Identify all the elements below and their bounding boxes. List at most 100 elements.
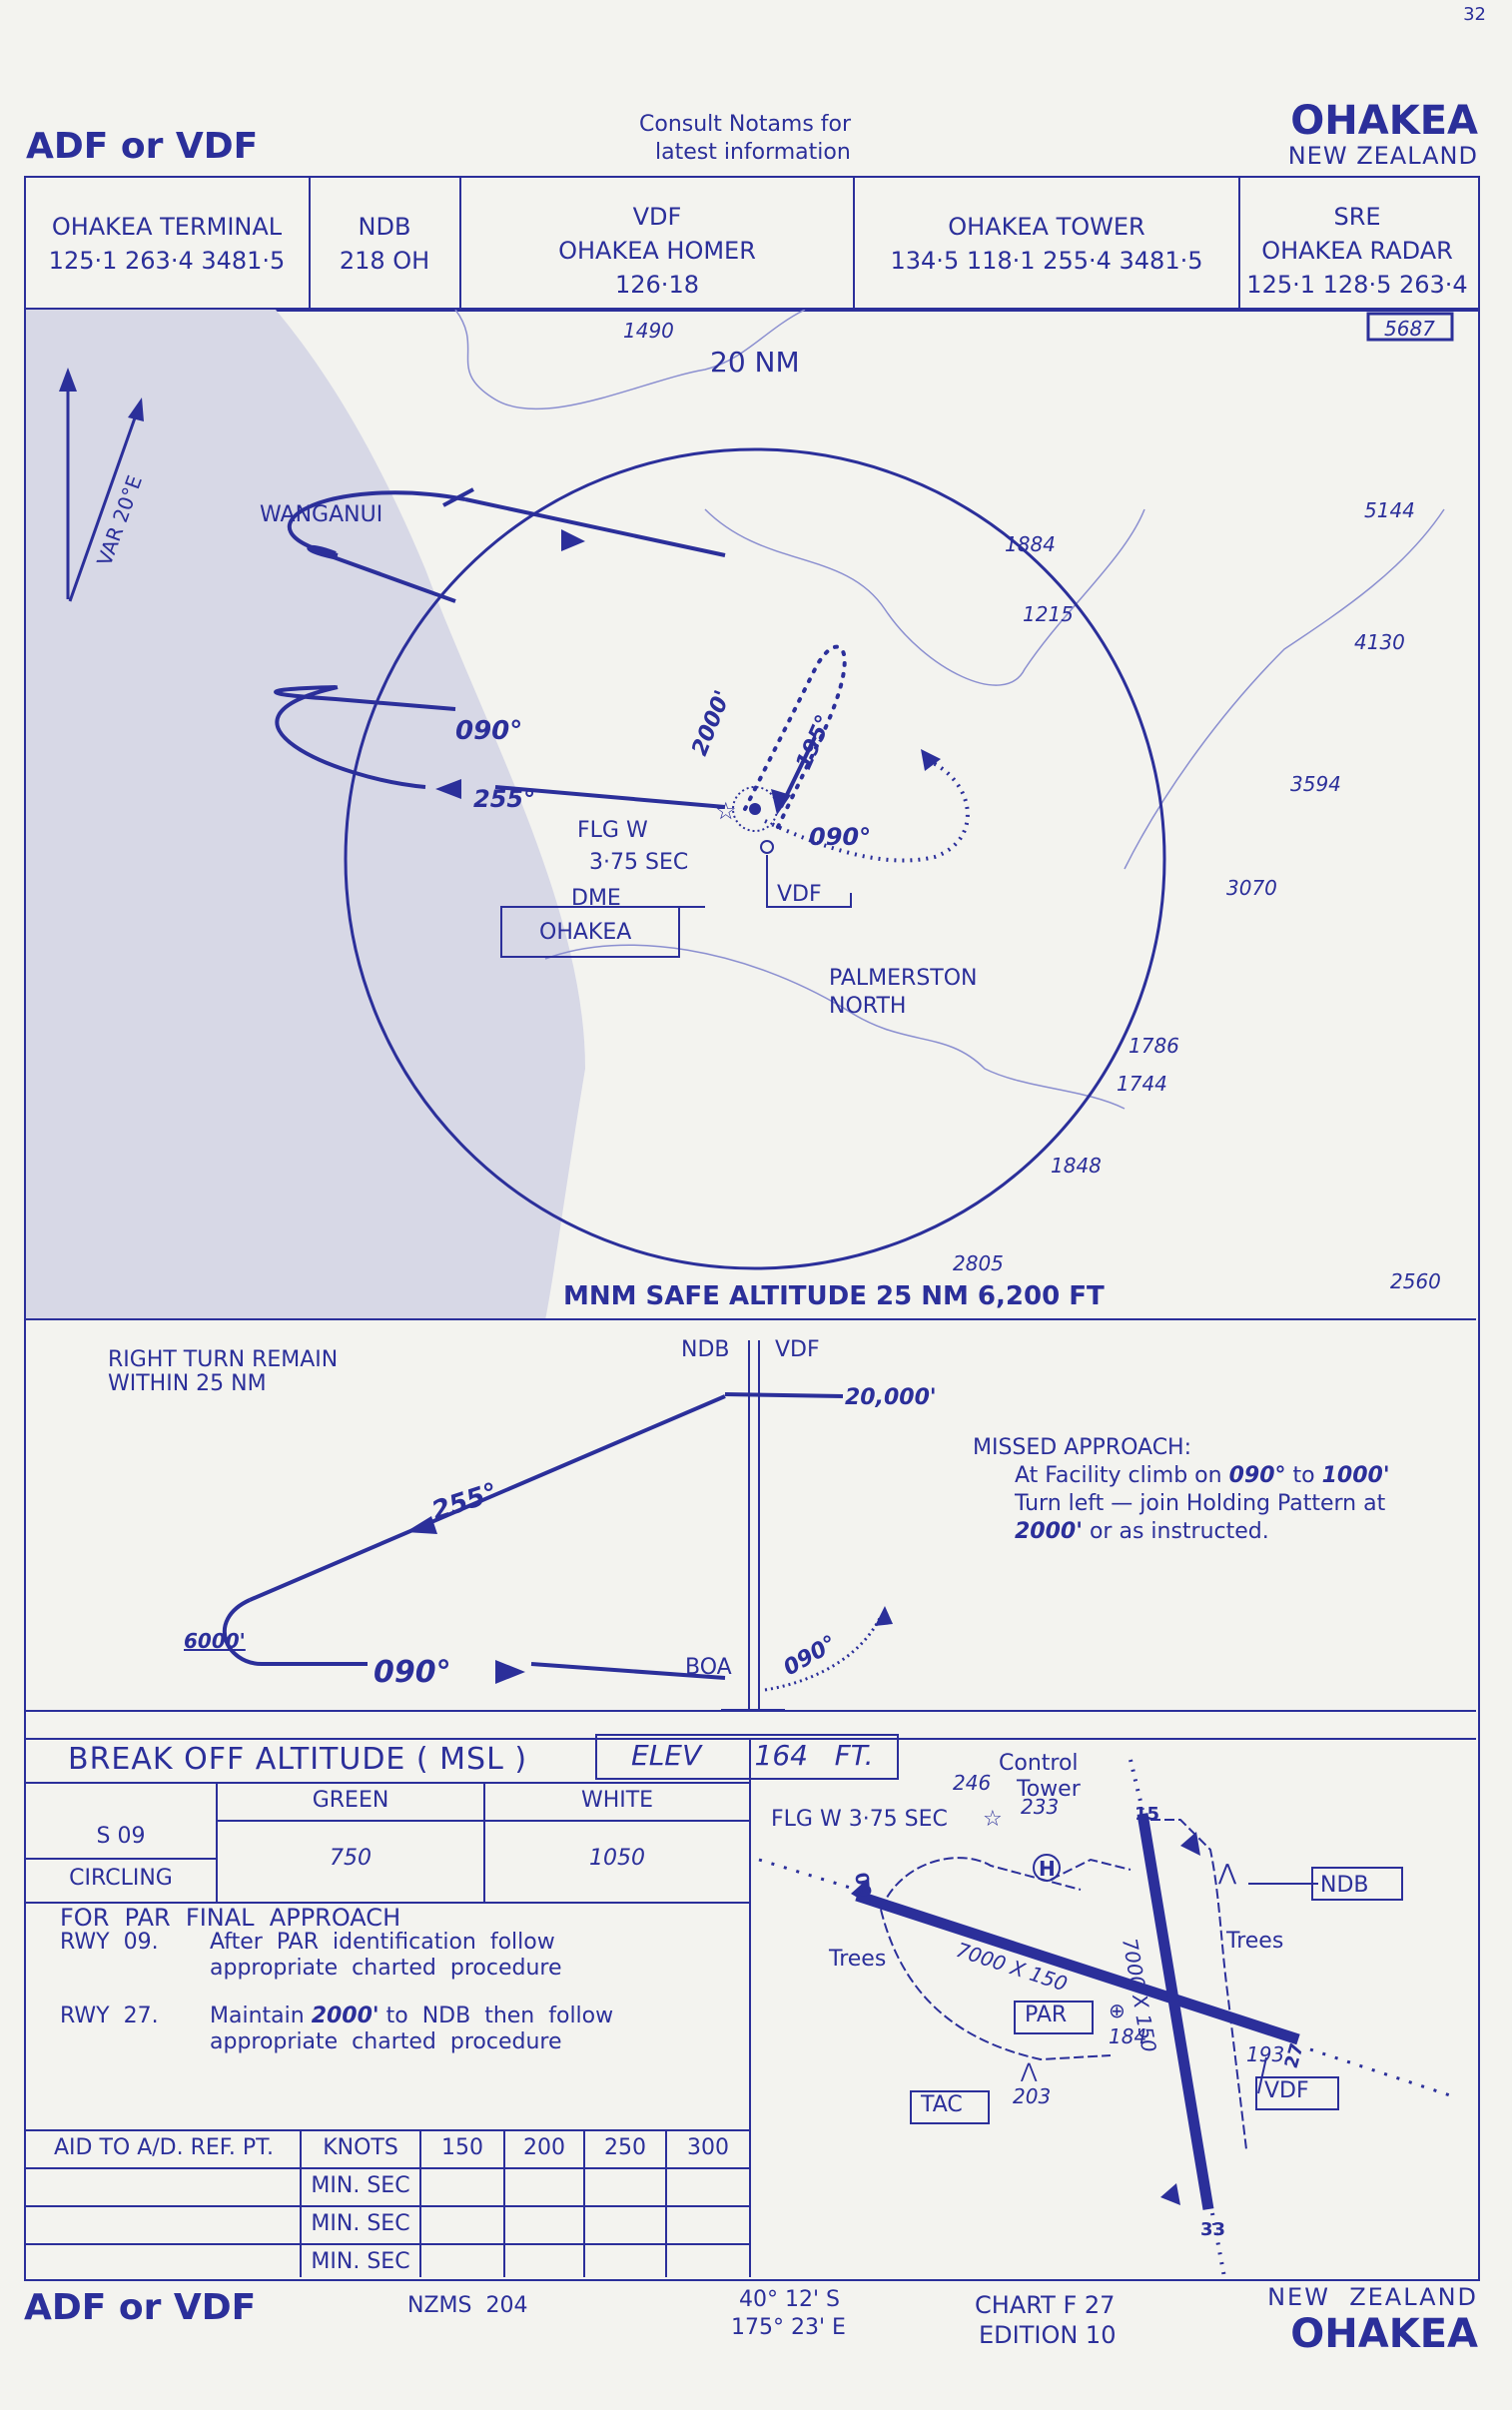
sea-area xyxy=(26,310,585,1320)
spot-height: 2560 xyxy=(1390,1269,1441,1293)
river xyxy=(704,508,1145,686)
speed-250: 250 xyxy=(604,2135,646,2160)
terminal-freqs: 125·1 263·4 3481·5 xyxy=(48,247,286,275)
town-wanganui: WANGANUI xyxy=(260,502,382,527)
divider xyxy=(309,176,311,310)
magnetic-arrow xyxy=(68,408,140,602)
alt-low: 6000' xyxy=(184,1629,246,1653)
heli-label: H xyxy=(1039,1857,1056,1881)
profile-inbound-arrow xyxy=(495,1660,525,1684)
row-s09: S 09 xyxy=(96,1824,146,1849)
aerodrome-diagram: Control Tower 246 233 FLG W 3·75 SEC ☆ 7… xyxy=(758,1751,1451,2277)
footer-country: NEW ZEALAND xyxy=(1267,2283,1478,2311)
spot-height: 1490 xyxy=(623,319,674,343)
spot-height: 1215 xyxy=(1023,602,1074,626)
tac-symbol: ⋀ xyxy=(1020,2058,1038,2082)
frequency-row xyxy=(24,176,1480,312)
notams-note-line1: Consult Notams for xyxy=(639,112,852,137)
beacon-star: ☆ xyxy=(715,797,737,825)
profile-inbound-2 xyxy=(530,1662,726,1680)
missed-title: MISSED APPROACH: xyxy=(973,1435,1191,1460)
centreline-north xyxy=(1129,1759,1144,1811)
knots-header: KNOTS xyxy=(323,2135,398,2160)
elev-203: 203 xyxy=(1013,2084,1051,2108)
rwy-09-label: 09 xyxy=(850,1871,875,1899)
outbound-arrow xyxy=(435,779,461,799)
trees-east: Trees xyxy=(1225,1929,1283,1954)
col-green: GREEN xyxy=(312,1788,389,1813)
river xyxy=(454,310,806,410)
outbound-course-label: 255° xyxy=(473,785,535,813)
profile-missed-arrow xyxy=(875,1606,893,1626)
radar-label: OHAKEA RADAR xyxy=(1261,237,1453,265)
inbound-track xyxy=(464,497,726,557)
centreline-south xyxy=(1210,2212,1226,2277)
speed-300: 300 xyxy=(687,2135,729,2160)
divider xyxy=(749,1738,751,2277)
river xyxy=(544,944,1126,1110)
radar-freqs: 125·1 128·5 263·4 xyxy=(1246,271,1468,299)
town-palmerston-north: NORTH xyxy=(829,994,906,1019)
vdf-tag: VDF xyxy=(1264,2078,1309,2103)
chart-title: ADF or VDF xyxy=(26,126,259,167)
rwy09-line1: After PAR identification follow xyxy=(210,1930,555,1955)
divider xyxy=(665,2129,667,2277)
light-label: FLG W 3·75 SEC xyxy=(771,1807,948,1832)
vdf-leader xyxy=(1257,2056,1267,2094)
elev-label: ELEV 164 FT. xyxy=(631,1739,874,1772)
town-palmerston: PALMERSTON xyxy=(829,966,978,991)
min-sec-row: MIN. SEC xyxy=(311,2173,410,2198)
ndb-freq-box: NDB 218 OH xyxy=(311,210,458,278)
range-label: 20 NM xyxy=(710,346,800,379)
tac-tag: TAC xyxy=(920,2092,963,2117)
terminal-label: OHAKEA TERMINAL xyxy=(51,213,283,241)
sre-label: SRE xyxy=(1333,203,1381,231)
rwy-arrow xyxy=(851,1878,871,1906)
divider xyxy=(26,2205,751,2207)
range-circle xyxy=(344,447,1166,1270)
centreline-east xyxy=(1309,2047,1451,2097)
ndb-freq: 218 OH xyxy=(339,247,430,275)
river xyxy=(1124,508,1445,870)
holding-course-label: 195° xyxy=(792,711,838,773)
divider xyxy=(483,1782,485,1904)
profile-turn xyxy=(222,1598,263,1666)
max-elev: 5687 xyxy=(1384,317,1435,341)
vdf-tag: VDF xyxy=(777,882,822,907)
tac-tag-box xyxy=(910,2090,990,2124)
spot-height: 3594 xyxy=(1290,772,1341,796)
spot-height: 2805 xyxy=(953,1251,1004,1275)
alt-top-line xyxy=(724,1392,844,1398)
divider xyxy=(419,2129,421,2277)
notams-note-line2: latest information xyxy=(655,140,851,165)
edition: EDITION 10 xyxy=(979,2321,1117,2349)
par-tag: PAR xyxy=(1025,2003,1067,2027)
rwy27-line1: Maintain 2000' to NDB then follow xyxy=(210,2004,613,2028)
speed-200: 200 xyxy=(523,2135,565,2160)
ndb-symbol xyxy=(732,786,778,832)
missed-arrow xyxy=(921,749,941,771)
divider xyxy=(26,2243,751,2245)
procedure-turn xyxy=(275,685,426,789)
missed-line2: Turn left — join Holding Pattern at xyxy=(1014,1491,1386,1516)
remain-within-1: RIGHT TURN REMAIN xyxy=(108,1347,338,1372)
inbound-arrow xyxy=(561,529,585,551)
spot-height: 4130 xyxy=(1354,630,1405,654)
holding-alt-label: 2000' xyxy=(687,687,736,759)
map-ref: NZMS 204 xyxy=(407,2293,528,2318)
min-sec-row: MIN. SEC xyxy=(311,2211,410,2236)
missed-approach-track xyxy=(764,757,970,863)
par-tag-box xyxy=(1014,2001,1094,2034)
speed-150: 150 xyxy=(441,2135,483,2160)
holding-pattern xyxy=(743,644,847,831)
rwy27-alt: 2000' xyxy=(311,2004,379,2028)
divider xyxy=(1238,176,1240,310)
max-elev-box xyxy=(1366,312,1454,342)
north-arrow-head xyxy=(59,368,77,392)
vdf-leader xyxy=(766,855,852,908)
location-title: OHAKEA xyxy=(1290,98,1478,144)
spot-height: 1884 xyxy=(1005,532,1056,556)
spot-height: 3070 xyxy=(1226,876,1277,900)
runway-15-33 xyxy=(1136,1813,1214,2210)
divider xyxy=(26,2167,751,2169)
